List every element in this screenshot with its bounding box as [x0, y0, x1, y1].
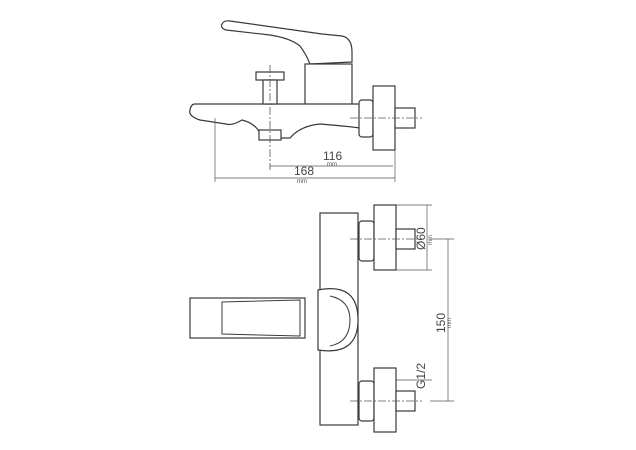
- hex-nut-top: [358, 220, 375, 262]
- flange-bottom: [373, 367, 397, 433]
- spacing-value: 150: [434, 313, 448, 333]
- thread-label: G1/2: [414, 363, 428, 389]
- spacing-unit: mm: [447, 318, 453, 328]
- handle-dial: [317, 288, 359, 352]
- flange-top: [373, 204, 397, 271]
- side-view: 116 mm 168 mm: [189, 20, 422, 185]
- diameter-value: Ø60: [414, 227, 428, 250]
- dimension-116-value: 116: [323, 149, 342, 163]
- diameter-unit: mm: [428, 235, 434, 245]
- front-handle: [189, 297, 306, 339]
- handle-face: [221, 299, 301, 337]
- dimension-116-unit: mm: [327, 162, 337, 168]
- front-view: Ø60 mm 150 mm G1/2: [189, 204, 454, 433]
- dimension-168-unit: mm: [297, 179, 307, 185]
- lever-handle: [220, 20, 353, 65]
- spout: [189, 103, 361, 139]
- handle-dial-inner: [329, 295, 351, 347]
- mixer-body: [304, 63, 353, 106]
- hex-nut: [358, 99, 374, 138]
- dimension-168-value: 168: [294, 164, 314, 178]
